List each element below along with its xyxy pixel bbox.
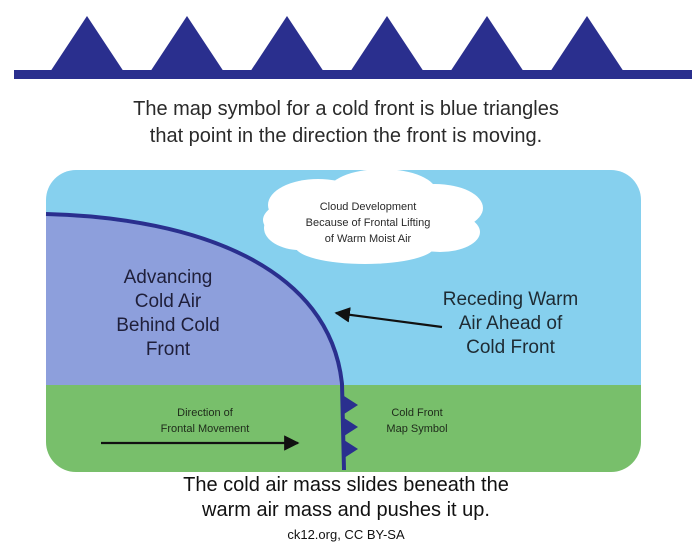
- cold-air-label: Advancing Cold Air Behind Cold Front: [88, 266, 248, 362]
- cold-front-boundary: [45, 212, 346, 471]
- front-triangle: [250, 16, 324, 72]
- image-credit: ck12.org, CC BY-SA: [287, 527, 405, 542]
- cold-air-label-line-1: Advancing: [123, 267, 213, 288]
- bottom-caption-line-2: warm air mass and pushes it up.: [202, 499, 490, 521]
- cold-front-map-symbol-strip: [14, 16, 692, 79]
- warm-air-label-line-2: Air Ahead of: [458, 313, 563, 334]
- cloud-shape: [263, 169, 483, 264]
- receding-arrow: [334, 307, 443, 329]
- front-symbol-triangle: [344, 418, 358, 436]
- front-triangle: [50, 16, 124, 72]
- movement-label-line-1: Direction of: [177, 407, 233, 419]
- top-caption-line-2: that point in the direction the front is…: [149, 125, 543, 147]
- front-triangle: [350, 16, 424, 72]
- cold-air-label-line-3: Behind Cold: [116, 315, 220, 336]
- warm-air-label-line-3: Cold Front: [466, 337, 555, 358]
- front-symbol-triangles: [344, 396, 358, 458]
- warm-air-label-line-1: Receding Warm: [442, 289, 579, 310]
- movement-label-line-2: Frontal Movement: [160, 423, 250, 435]
- top-caption-line-1: The map symbol for a cold front is blue …: [133, 98, 559, 120]
- cold-air-mass: [46, 216, 342, 386]
- map-symbol-label-line-2: Map Symbol: [386, 423, 448, 435]
- cloud-label: Cloud Development Because of Frontal Lif…: [283, 199, 453, 247]
- front-triangle: [150, 16, 224, 72]
- top-caption: The map symbol for a cold front is blue …: [46, 96, 646, 150]
- cloud-label-line-3: of Warm Moist Air: [324, 233, 412, 245]
- front-symbol-triangle: [344, 396, 358, 414]
- cold-air-label-line-2: Cold Air: [134, 291, 202, 312]
- cloud-label-line-2: Because of Frontal Lifting: [305, 217, 431, 229]
- front-triangle: [550, 16, 624, 72]
- map-symbol-label: Cold Front Map Symbol: [362, 405, 472, 437]
- front-symbol-triangle: [344, 440, 358, 458]
- front-triangle: [450, 16, 524, 72]
- bottom-caption: The cold air mass slides beneath the war…: [46, 473, 646, 523]
- cold-air-label-line-4: Front: [145, 339, 191, 360]
- warm-air-label: Receding Warm Air Ahead of Cold Front: [418, 288, 603, 360]
- front-line: [14, 70, 692, 79]
- cloud-label-line-1: Cloud Development: [319, 201, 417, 213]
- front-triangles: [50, 16, 624, 72]
- map-symbol-label-line-1: Cold Front: [391, 407, 443, 419]
- movement-label: Direction of Frontal Movement: [140, 405, 270, 437]
- bottom-caption-line-1: The cold air mass slides beneath the: [183, 474, 509, 496]
